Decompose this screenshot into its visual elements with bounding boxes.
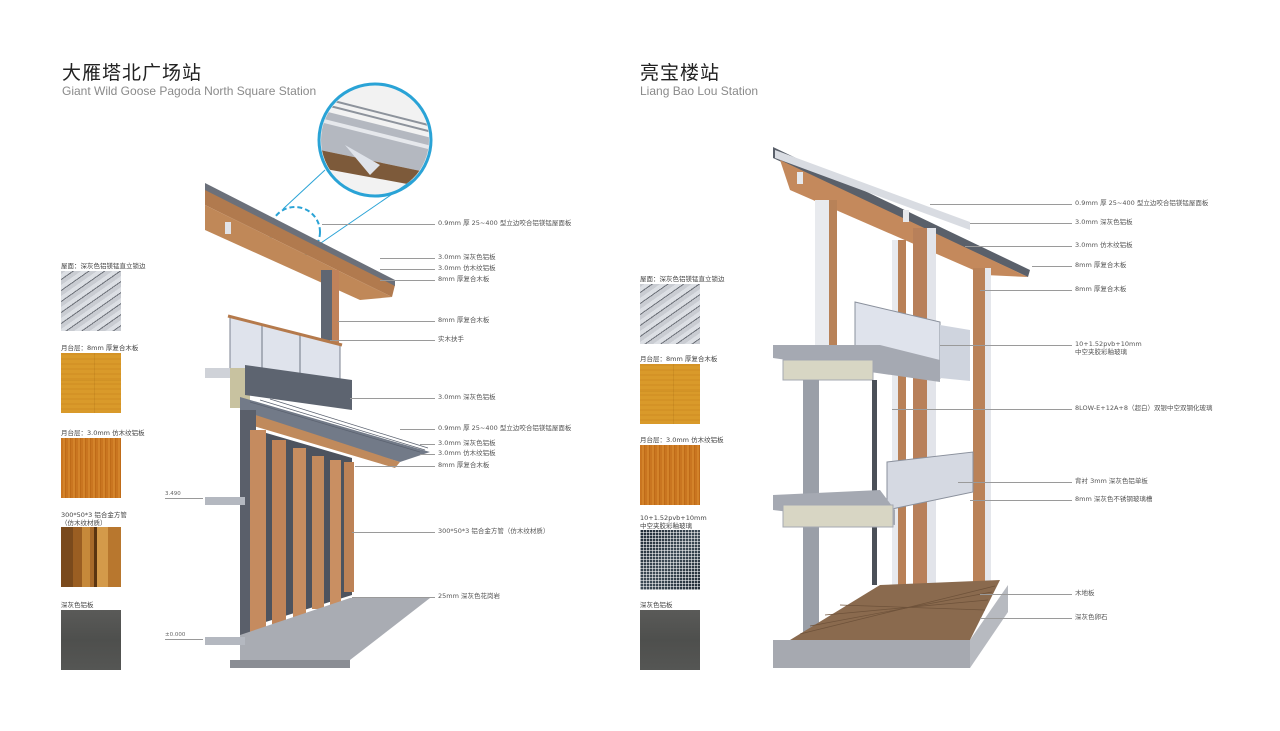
callout-line: [940, 345, 1072, 346]
material-label: 月台层：8mm 厚复合木板: [61, 344, 139, 352]
callout-line: [338, 321, 435, 322]
material-label: 月台层：3.0mm 仿木纹铝板: [61, 429, 145, 437]
callout-label: 8LOW-E+12A+8（超白）双银中空双钢化玻璃: [1075, 404, 1213, 412]
callout-label: 3.0mm 仿木纹铝板: [438, 264, 496, 272]
callout-label: 深灰色卵石: [1075, 613, 1108, 621]
callout-line: [352, 532, 435, 533]
material-swatch-aluminum-tube: [61, 527, 121, 587]
callout-line: [330, 340, 435, 341]
material-swatch-dark-aluminum: [61, 610, 121, 670]
material-swatch-wood-aluminum: [640, 445, 700, 505]
callout-line: [965, 246, 1072, 247]
callout-line: [322, 224, 435, 225]
material-label: 屋面：深灰色铝镁锰直立锁边: [640, 275, 725, 283]
material-label: 10+1.52pvb+10mm 中空夹胶彩釉玻璃: [640, 514, 707, 530]
callout-label: 8mm 深灰色不锈钢玻璃槽: [1075, 495, 1153, 503]
level-mark: 3.490: [165, 491, 203, 499]
material-swatch-wood-board: [640, 364, 700, 424]
callout-line: [380, 258, 435, 259]
callout-line: [980, 618, 1072, 619]
callout-line: [400, 429, 435, 430]
left-title-cn: 大雁塔北广场站: [62, 62, 203, 84]
section-drawing-left: [205, 82, 433, 668]
material-label: 300*50*3 铝合金方管 （仿木纹材质）: [61, 511, 127, 527]
callout-label: 实木扶手: [438, 335, 464, 343]
callout-label: 3.0mm 仿木纹铝板: [438, 449, 496, 457]
callout-label: 0.9mm 厚 25~400 型立边咬合铝镁锰屋面板: [438, 219, 572, 227]
callout-line: [420, 454, 435, 455]
callout-label: 3.0mm 深灰色铝板: [438, 253, 496, 261]
callout-label: 木地板: [1075, 589, 1095, 597]
callout-line: [380, 280, 435, 281]
left-panel: 大雁塔北广场站 Giant Wild Goose Pagoda North Sq…: [61, 62, 572, 670]
callout-label: 0.9mm 厚 25~400 型立边咬合铝镁锰屋面板: [1075, 199, 1209, 207]
section-drawing-right: [773, 147, 1030, 668]
right-title-cn: 亮宝楼站: [640, 62, 721, 84]
callout-line: [1032, 266, 1072, 267]
left-title-en: Giant Wild Goose Pagoda North Square Sta…: [62, 84, 317, 98]
callout-label: 8mm 厚复合木板: [1075, 285, 1127, 293]
callout-line: [980, 290, 1072, 291]
callout-line: [380, 269, 435, 270]
callout-label: 3.0mm 深灰色铝板: [438, 439, 496, 447]
callout-line: [892, 409, 1072, 410]
callout-label: 25mm 深灰色花岗岩: [438, 592, 501, 600]
right-panel: 亮宝楼站 Liang Bao Lou Station 屋面：深灰色铝镁锰直立锁边…: [640, 0, 1280, 731]
material-swatch-fritted-glass: [640, 530, 700, 590]
callout-line: [970, 223, 1072, 224]
material-swatch-wood-aluminum: [61, 438, 121, 498]
material-label: 屋面：深灰色铝镁锰直立锁边: [61, 262, 146, 270]
callout-line: [958, 482, 1072, 483]
material-swatch-roof: [640, 284, 700, 344]
material-label: 月台层：3.0mm 仿木纹铝板: [640, 436, 724, 444]
material-swatch-roof: [61, 271, 121, 331]
material-swatch-wood-board: [61, 353, 121, 413]
material-label: 深灰色铝板: [640, 601, 673, 609]
material-label: 月台层：8mm 厚复合木板: [640, 355, 718, 363]
callout-label: 3.0mm 仿木纹铝板: [1075, 241, 1133, 249]
callout-label: 8mm 厚复合木板: [1075, 261, 1127, 269]
callout-label: 8mm 厚复合木板: [438, 316, 490, 324]
callout-line: [980, 594, 1072, 595]
callout-line: [420, 444, 435, 445]
callout-line: [352, 597, 435, 598]
level-mark: ±0.000: [165, 632, 203, 640]
right-title-en: Liang Bao Lou Station: [640, 84, 759, 98]
callout-line: [355, 466, 435, 467]
callout-label: 3.0mm 深灰色铝板: [438, 393, 496, 401]
callout-line: [970, 500, 1072, 501]
callout-label: 0.9mm 厚 25~400 型立边咬合铝镁锰屋面板: [438, 424, 572, 432]
callout-label: 8mm 厚复合木板: [438, 275, 490, 283]
callout-line: [350, 398, 435, 399]
material-swatch-dark-aluminum: [640, 610, 700, 670]
callout-label: 3.0mm 深灰色铝板: [1075, 218, 1133, 226]
callout-label: 300*50*3 铝合金方管（仿木纹材质）: [438, 527, 550, 535]
callout-label: 8mm 厚复合木板: [438, 461, 490, 469]
callout-label: 10+1.52pvb+10mm 中空夹胶彩釉玻璃: [1075, 340, 1142, 356]
callout-label: 背衬 3mm 深灰色铝单板: [1075, 477, 1148, 485]
callout-line: [930, 204, 1072, 205]
material-label: 深灰色铝板: [61, 601, 94, 609]
